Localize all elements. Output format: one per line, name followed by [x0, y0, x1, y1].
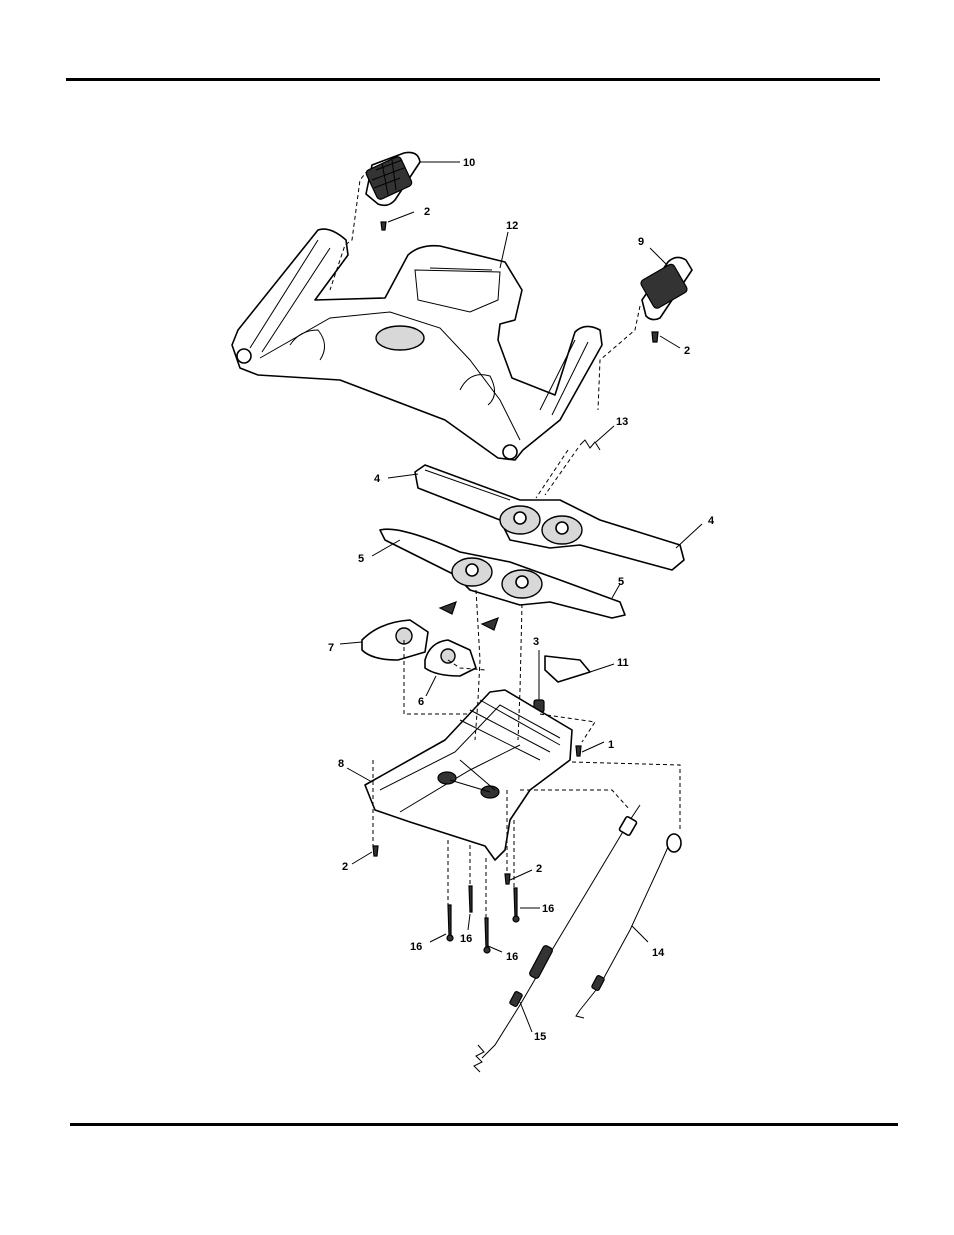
callout-2-top-right: 2 [684, 345, 690, 357]
callout-4-left: 4 [374, 473, 381, 485]
callout-2-bottom-center: 2 [536, 863, 542, 875]
part-1-pin [576, 746, 581, 756]
part-11-bracket-clip [545, 656, 590, 682]
callout-7: 7 [328, 642, 334, 654]
callout-4-right: 4 [708, 515, 715, 527]
callout-8: 8 [338, 758, 344, 770]
callout-11: 11 [617, 657, 629, 669]
part-12-upper-console [232, 229, 602, 460]
part-7-cam [362, 620, 428, 660]
callout-5-right: 5 [618, 576, 624, 588]
part-9-right-grip-pad [640, 257, 692, 319]
direction-arrows [440, 602, 498, 630]
callout-1: 1 [608, 739, 614, 751]
part-10-left-grip-pad [365, 152, 420, 205]
callout-16-c: 16 [506, 951, 518, 963]
part-16-screw-a [447, 905, 453, 941]
callout-2-bottom-left: 2 [342, 861, 348, 873]
callout-6: 6 [418, 696, 424, 708]
callout-2-top-left: 2 [424, 206, 430, 218]
callout-13: 13 [616, 416, 628, 428]
part-2-screw-d [505, 874, 510, 884]
callout-16-d: 16 [542, 903, 554, 915]
part-16-screw-c [484, 918, 490, 953]
part-6-cam [425, 640, 476, 676]
callout-16-a: 16 [410, 941, 422, 953]
part-16-screw-d [513, 888, 519, 922]
callout-3: 3 [533, 636, 539, 648]
part-2-screw-b [652, 332, 658, 342]
callout-14: 14 [652, 947, 665, 959]
part-14-cable [576, 834, 681, 1018]
callout-9: 9 [638, 236, 644, 248]
callout-5-left: 5 [358, 553, 364, 565]
part-8-base-plate [365, 690, 572, 860]
part-2-screw-a [381, 222, 386, 230]
callout-16-b: 16 [460, 933, 472, 945]
part-2-screw-c [373, 846, 378, 856]
callout-10: 10 [463, 157, 475, 169]
callout-12: 12 [506, 220, 518, 232]
part-16-screw-b [469, 886, 472, 912]
callout-15: 15 [534, 1031, 546, 1043]
